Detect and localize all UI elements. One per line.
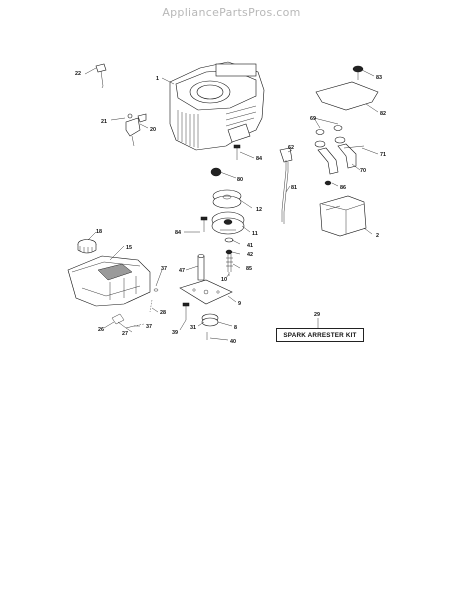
callout-85: 85 [246,266,252,272]
callout-80: 80 [237,177,243,183]
callout-47: 47 [179,268,185,274]
exhaust-pipe-part[interactable] [314,125,365,175]
site-watermark: AppliancePartsPros.com [162,6,301,19]
callout-31: 31 [190,325,196,331]
callout-22: 22 [75,71,81,77]
bolt-part[interactable] [200,144,241,232]
callout-71: 71 [380,152,386,158]
spark-arrester-kit-label: SPARK ARRESTER KIT [276,328,364,342]
callout-9: 9 [238,301,241,307]
callout-37-bottom: 37 [146,324,152,330]
callout-62: 62 [288,145,294,151]
callout-42: 42 [247,252,253,258]
pin-part[interactable] [95,63,107,89]
mount-plate-part[interactable] [179,279,233,305]
callout-37-top: 37 [161,266,167,272]
callout-69: 69 [310,116,316,122]
callout-39: 39 [172,330,178,336]
leader-lines [84,67,379,341]
callout-8: 8 [234,325,237,331]
callout-86: 86 [340,185,346,191]
callout-21: 21 [101,119,107,125]
callout-83: 83 [376,75,382,81]
shaft-part[interactable] [224,237,234,276]
small-bolt-part[interactable] [182,302,208,340]
callout-10: 10 [221,277,227,283]
callout-29: 29 [314,312,320,318]
callout-26: 26 [98,327,104,333]
callout-40: 40 [230,339,236,345]
callout-labels: 22 1 83 82 21 20 69 84 62 71 80 70 86 81… [75,71,386,345]
callout-84-top: 84 [256,156,262,162]
fuel-tank-part[interactable] [67,255,151,307]
engine-part[interactable] [169,61,265,151]
pulley-part[interactable] [212,189,242,209]
callout-15: 15 [126,245,132,251]
callout-27: 27 [122,331,128,337]
callout-70: 70 [360,168,366,174]
pulley-small-part[interactable] [210,167,222,177]
callout-2: 2 [376,233,379,239]
callout-81: 81 [291,185,297,191]
sleeve-part[interactable] [197,254,205,281]
cover-plate-part[interactable] [315,65,379,111]
callout-28: 28 [160,310,166,316]
clutch-part[interactable] [211,211,245,235]
callout-11: 11 [252,231,258,237]
callout-84-bottom: 84 [175,230,181,236]
callout-18: 18 [96,229,102,235]
callout-41: 41 [247,243,253,249]
muffler-part[interactable] [319,195,367,237]
idler-pulley-part[interactable] [201,313,219,327]
callout-12: 12 [256,207,262,213]
fuel-cap-part[interactable] [77,239,97,254]
callout-82: 82 [380,111,386,117]
bracket-part[interactable] [125,113,147,147]
nut-part[interactable] [324,180,332,186]
callout-20: 20 [150,127,156,133]
callout-1: 1 [156,76,159,82]
